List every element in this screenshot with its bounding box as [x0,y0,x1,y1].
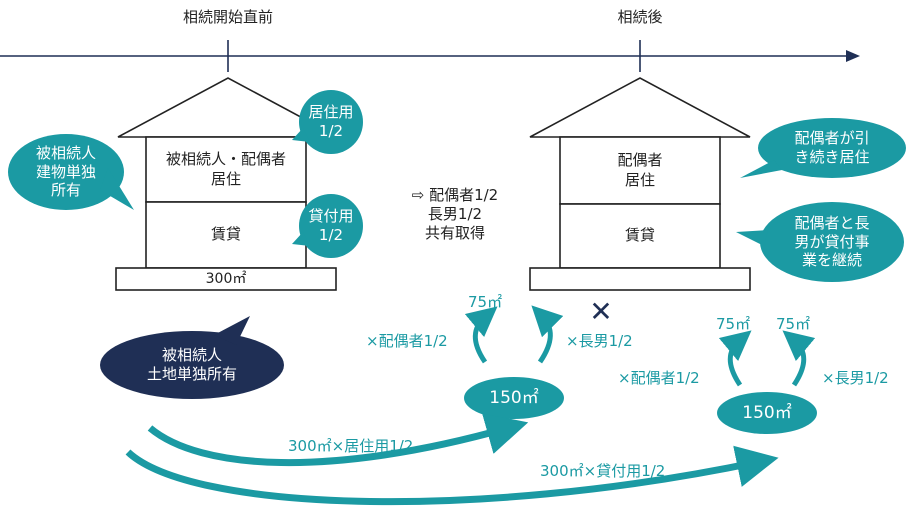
split-left-right-label: ×長男1/2 [566,332,633,350]
split-right-curve-left [718,330,752,387]
split-left-left-label: ×配偶者1/2 [366,332,448,350]
split-right-left-area: 75㎡ [716,315,751,333]
split-left-total: 150㎡ [489,387,539,408]
right-house-upper-room [559,136,721,205]
split-left-curve-left [464,306,498,364]
bubble-building-owner: 被相続人 建物単独 所有 [35,143,96,200]
right-house-roof [529,77,751,138]
bubble-spouse-continues-shape [740,118,906,178]
arrow-residential [147,413,529,466]
bubble-rental-use: 貸付用 1/2 [308,207,354,244]
left-house-foundation [115,267,337,291]
left-house-upper-text: 被相続人・配偶者 居住 [165,150,286,188]
left-house-lower-text: 賃貸 [210,225,241,244]
split-right-total-shape [717,392,817,434]
bubble-residential-use: 居住用 1/2 [308,103,354,140]
split-right-curve-right [782,330,816,387]
split-right-right-area: 75㎡ [776,315,811,333]
timeline-before-label: 相続開始直前 [182,8,274,26]
right-house [529,77,751,291]
arrow-rental [125,445,779,506]
split-right-left-label: ×配偶者1/2 [618,369,700,387]
split-left-left-area: 75㎡ [468,293,503,311]
bubble-building-owner-shape [8,134,134,210]
right-house-lower-text: 賃貸 [624,226,655,245]
middle-note: ⇨ 配偶者1/2 長男1/2 共有取得 [411,186,499,242]
bubble-spouse-son-rental: 配偶者と長 男が貸付事 業を継続 [794,213,870,270]
arrow-rental-label: 300㎡×貸付用1/2 [540,462,666,480]
right-house-upper-text: 配偶者 居住 [617,151,663,189]
bubble-land-owner-shape [100,316,284,399]
split-right-total: 150㎡ [742,402,792,423]
bubble-land-owner: 被相続人 土地単独所有 [146,346,237,383]
split-right-right-label: ×長男1/2 [822,369,889,387]
timeline-after-label: 相続後 [617,8,663,26]
timeline-arrowhead-icon [846,50,860,62]
split-left-total-shape [464,377,564,419]
arrow-residential-label: 300㎡×居住用1/2 [288,437,414,455]
bubble-rental-shape [292,194,363,258]
bubble-spouse-continues: 配偶者が引 き続き居住 [794,129,870,166]
left-house-area: 300㎡ [205,270,247,287]
split-left-curve-right [531,305,564,364]
right-house-foundation [529,267,751,291]
bubble-spouse-son-shape [736,202,904,282]
right-house-lower-room [559,203,721,269]
bubble-residential-shape [292,90,363,154]
cross-icon: ✕ [589,295,613,328]
